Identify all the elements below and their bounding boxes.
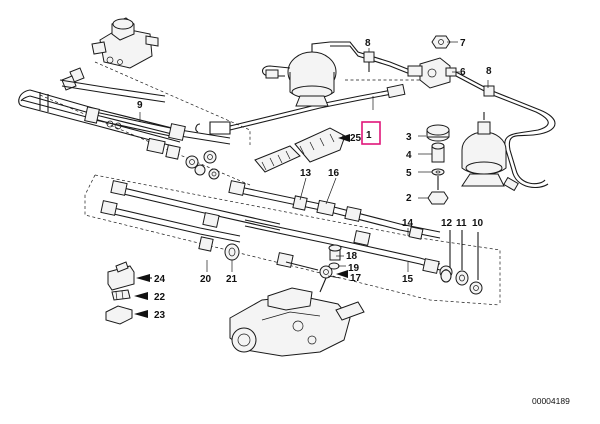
diagram-reference-number: 00004189	[532, 396, 570, 406]
seal-ring-11	[455, 230, 469, 286]
callout-6[interactable]: 6	[460, 67, 466, 78]
callout-1[interactable]: 1	[366, 130, 372, 141]
callout-3[interactable]: 3	[406, 132, 412, 143]
callout-4[interactable]: 4	[406, 150, 412, 161]
callout-11[interactable]: 11	[456, 218, 467, 229]
damper-pad-3	[426, 124, 450, 142]
callout-18[interactable]: 18	[346, 251, 358, 262]
hose-9	[84, 106, 186, 141]
callout-7[interactable]: 7	[460, 38, 466, 49]
clip-24	[107, 261, 135, 291]
pressure-accumulator-upper	[261, 41, 411, 107]
callout-23[interactable]: 23	[154, 310, 166, 321]
grouping-box-upper	[39, 61, 251, 186]
callout-25[interactable]: 25	[350, 133, 362, 144]
hose-15	[244, 219, 453, 279]
rod-assembly-20	[100, 180, 294, 268]
pressure-accumulator-right	[461, 112, 507, 187]
callout-19[interactable]: 19	[348, 263, 360, 274]
callout-10[interactable]: 10	[472, 218, 484, 229]
distributor-block-6	[407, 57, 457, 89]
pump-housing-upper-left	[61, 17, 159, 91]
callout-labels: 1 2 3 4 5 6 7 8 8 9 10 11 12 13 14 15 16…	[137, 38, 492, 321]
seal-ring-12	[440, 230, 452, 283]
banjo-fitting-17	[285, 261, 333, 293]
label-arrows	[134, 134, 350, 318]
pressure-line-upper	[195, 83, 406, 135]
grouping-box-lower	[84, 79, 501, 306]
callout-14[interactable]: 14	[402, 218, 414, 229]
nut-2	[427, 176, 449, 205]
clip-22	[111, 289, 131, 301]
hollow-bolt-18	[328, 244, 342, 261]
nut-7	[431, 35, 451, 49]
leader-lines	[139, 41, 489, 279]
callout-15[interactable]: 15	[402, 274, 414, 285]
callout-22[interactable]: 22	[154, 292, 166, 303]
callout-12[interactable]: 12	[441, 218, 453, 229]
clamp-ring-21	[224, 243, 240, 261]
callout-17[interactable]: 17	[350, 273, 362, 284]
callout-16[interactable]: 16	[328, 168, 340, 179]
callout-8a[interactable]: 8	[365, 38, 371, 49]
seal-ring-10	[469, 232, 483, 295]
washer-5	[431, 168, 445, 176]
steering-gear-housing	[229, 287, 365, 357]
callout-13[interactable]: 13	[300, 168, 312, 179]
hose-13	[228, 180, 441, 240]
callout-2[interactable]: 2	[406, 193, 412, 204]
clip-23	[105, 305, 133, 325]
seal-washer-19	[328, 262, 340, 270]
hydraulic-lines-left	[18, 79, 231, 149]
callout-8b[interactable]: 8	[486, 66, 492, 77]
callout-21[interactable]: 21	[226, 274, 238, 285]
pressure-line-right	[455, 71, 556, 192]
union-fitting-8a	[363, 51, 375, 72]
fittings-row-upper	[106, 120, 220, 180]
callout-9[interactable]: 9	[137, 100, 143, 111]
callout-5[interactable]: 5	[406, 168, 412, 179]
callout-24[interactable]: 24	[154, 274, 166, 285]
bushing-4	[431, 142, 445, 163]
highlight-box-1	[361, 121, 381, 145]
bracket-25	[254, 127, 346, 173]
callout-20[interactable]: 20	[200, 274, 212, 285]
